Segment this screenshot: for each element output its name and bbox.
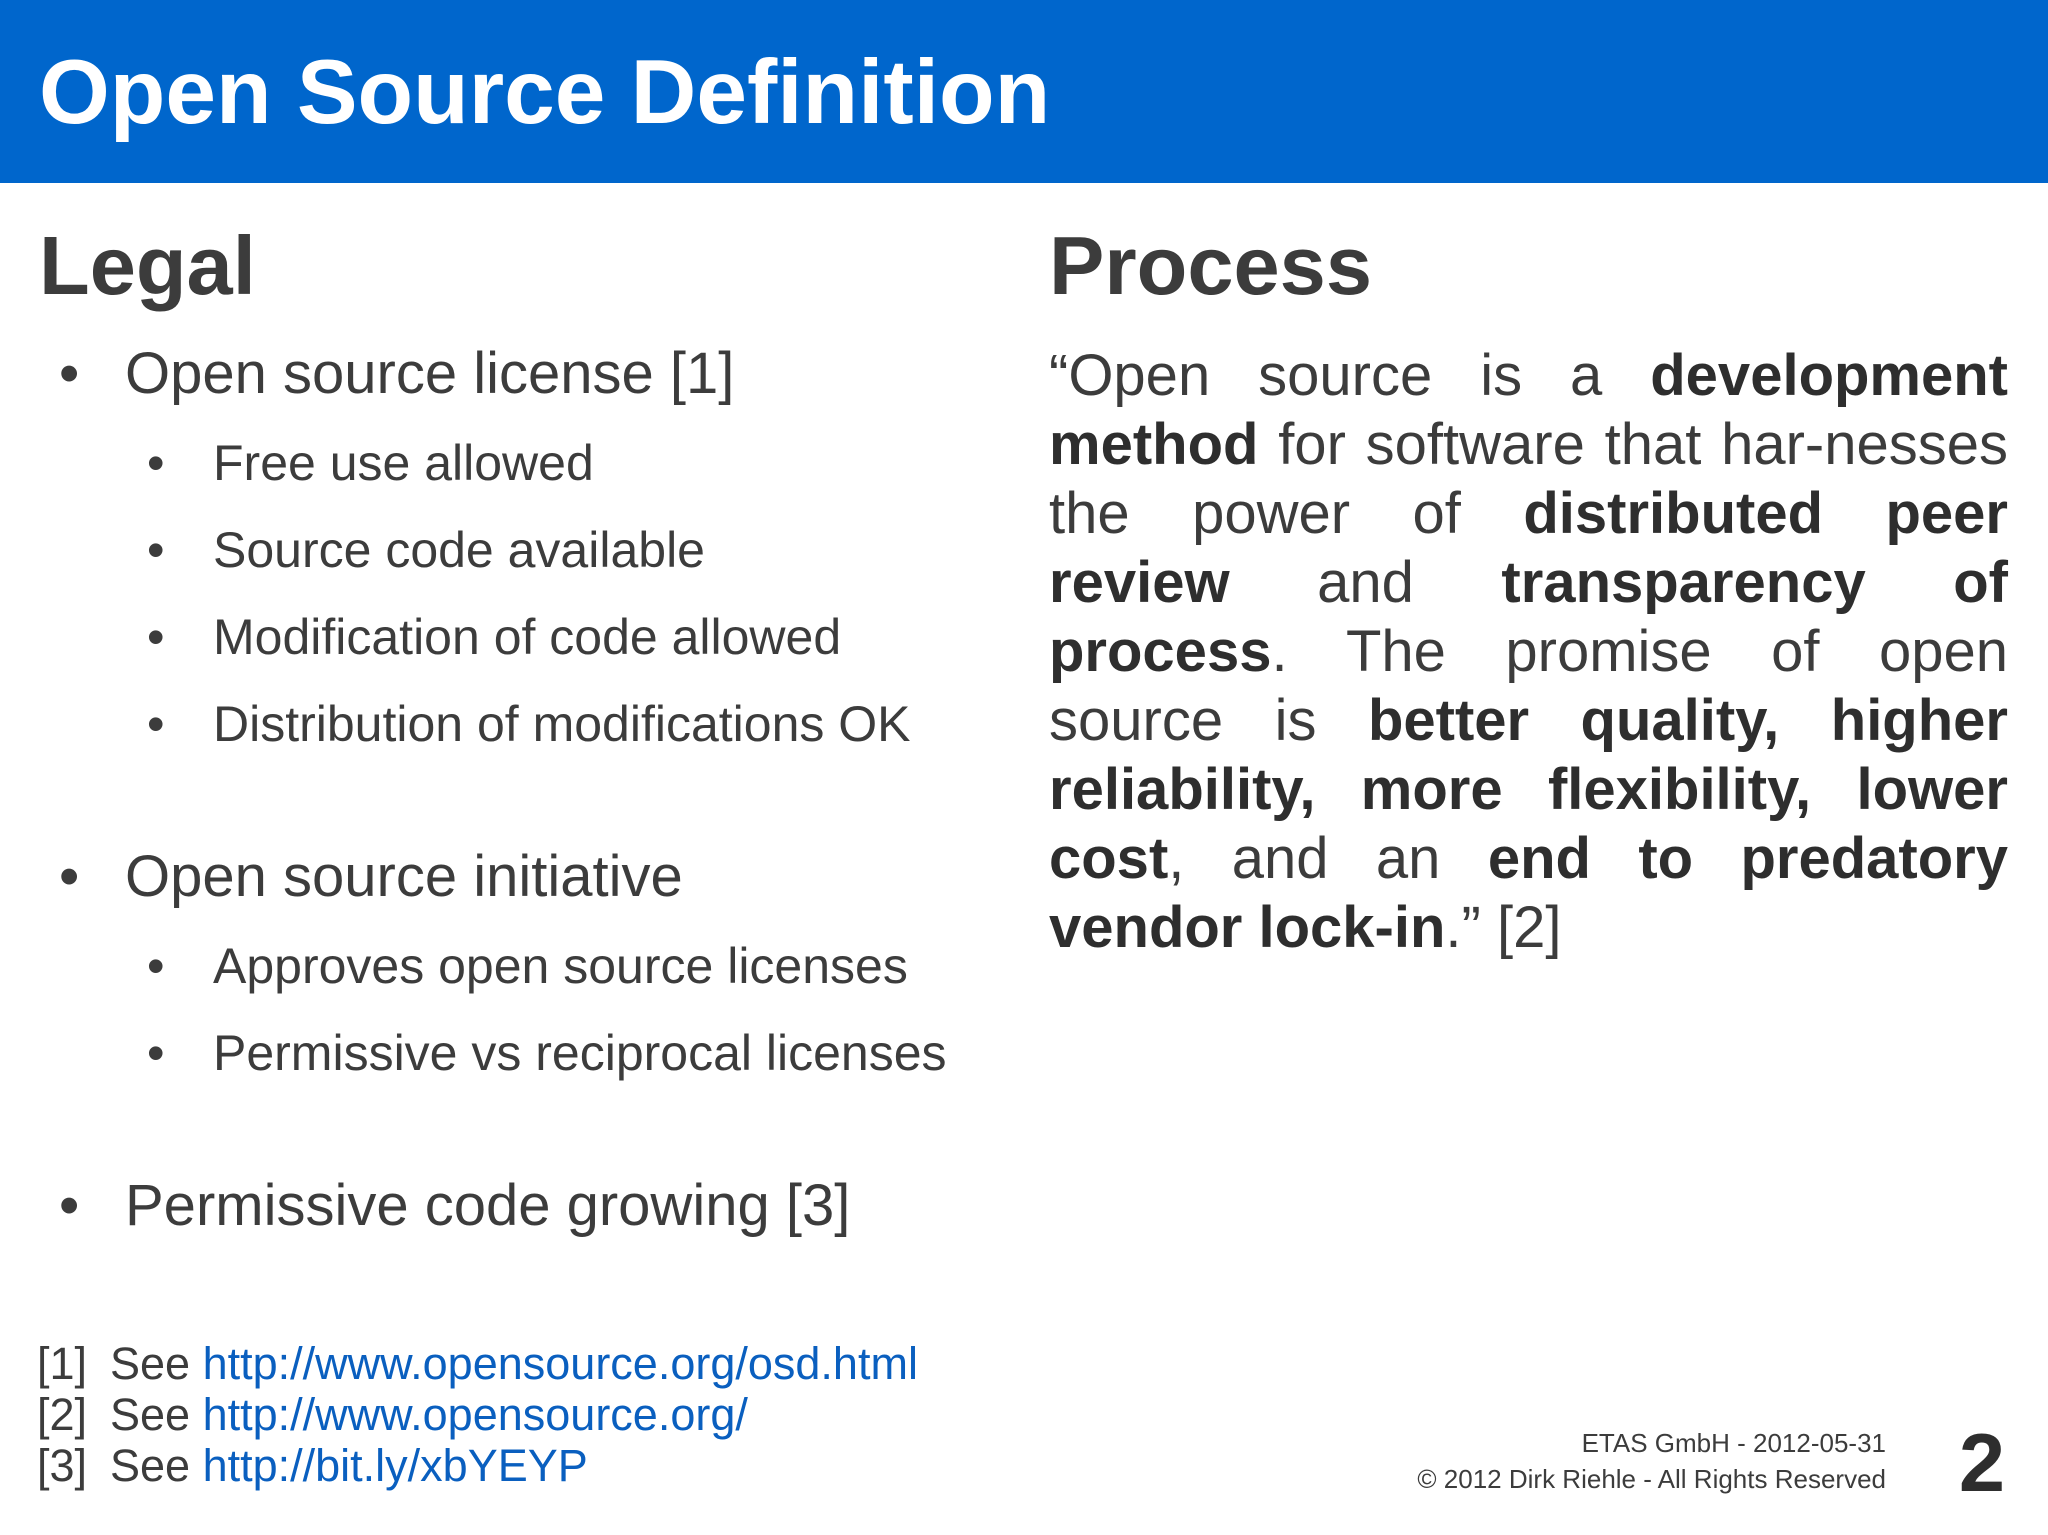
reference-number: [2] <box>37 1389 88 1440</box>
quote-segment: for software that har-nesses the power o… <box>1049 412 2008 546</box>
bullet-dot: • <box>147 522 165 578</box>
bullet-dot: • <box>59 1173 80 1238</box>
slide-footer: ETAS GmbH - 2012-05-31 © 2012 Dirk Riehl… <box>1417 1425 1886 1497</box>
quote-emphasis: better quality, higher reliability, more… <box>1049 688 2008 891</box>
reference-item: [1] See http://www.opensource.org/osd.htm… <box>37 1338 918 1389</box>
legal-sub-item: • Permissive vs reciprocal licenses <box>147 1023 947 1083</box>
legal-sub-item: • Source code available <box>147 520 705 580</box>
process-heading: Process <box>1049 219 1373 312</box>
quote-emphasis: end to predatory vendor lock-in <box>1049 826 2008 960</box>
sub-item-label: Modification of code allowed <box>213 609 842 665</box>
legal-sub-item: • Approves open source licenses <box>147 936 908 996</box>
bullet-dot: • <box>147 938 165 994</box>
quote-segment: . The promise of open source is <box>1049 619 2008 753</box>
legal-bullet-1: • Open source license [1] <box>59 339 735 409</box>
page-number: 2 <box>1958 1416 2005 1509</box>
legal-bullet-2: • Open source initiative <box>59 842 683 912</box>
sub-item-label: Source code available <box>213 522 705 578</box>
bullet-label: Open source license [1] <box>125 341 735 406</box>
bullet-dot: • <box>147 435 165 491</box>
bullet-label: Open source initiative <box>125 844 683 909</box>
legal-sub-item: • Free use allowed <box>147 433 594 493</box>
slide-header: Open Source Definition <box>0 0 2048 183</box>
quote-emphasis: transparency of process <box>1049 550 2008 684</box>
bullet-dot: • <box>59 844 80 909</box>
sub-item-label: Permissive vs reciprocal licenses <box>213 1025 947 1081</box>
reference-link[interactable]: http://www.opensource.org/ <box>202 1389 748 1440</box>
reference-prefix: See <box>110 1389 203 1440</box>
reference-number: [3] <box>37 1440 88 1491</box>
bullet-dot: • <box>147 609 165 665</box>
legal-sub-item: • Modification of code allowed <box>147 607 842 667</box>
process-quote: “Open source is a development method for… <box>1049 341 2008 962</box>
reference-prefix: See <box>110 1338 203 1389</box>
bullet-dot: • <box>147 1025 165 1081</box>
quote-segment: , and an <box>1168 826 1488 891</box>
sub-item-label: Approves open source licenses <box>213 938 908 994</box>
reference-link[interactable]: http://www.opensource.org/osd.html <box>202 1338 918 1389</box>
quote-segment: .” [2] <box>1445 895 1562 960</box>
legal-bullet-3: • Permissive code growing [3] <box>59 1171 851 1241</box>
legal-sub-item: • Distribution of modifications OK <box>147 694 911 754</box>
quote-emphasis: distributed peer review <box>1049 481 2008 615</box>
bullet-dot: • <box>59 341 80 406</box>
bullet-label: Permissive code growing [3] <box>125 1173 851 1238</box>
quote-emphasis: development method <box>1049 343 2008 477</box>
reference-item: [2] See http://www.opensource.org/ <box>37 1389 918 1440</box>
quote-segment: and <box>1229 550 1502 615</box>
references: [1] See http://www.opensource.org/osd.htm… <box>37 1338 918 1491</box>
reference-prefix: See <box>110 1440 203 1491</box>
reference-link[interactable]: http://bit.ly/xbYEYP <box>202 1440 588 1491</box>
reference-item: [3] See http://bit.ly/xbYEYP <box>37 1440 918 1491</box>
bullet-dot: • <box>147 696 165 752</box>
quote-segment: “Open source is a <box>1049 343 1651 408</box>
footer-company-date: ETAS GmbH - 2012-05-31 <box>1581 1428 1886 1458</box>
sub-item-label: Distribution of modifications OK <box>213 696 911 752</box>
footer-copyright: © 2012 Dirk Riehle - All Rights Reserved <box>1417 1464 1886 1494</box>
slide-title: Open Source Definition <box>39 42 1051 143</box>
reference-number: [1] <box>37 1338 88 1389</box>
legal-heading: Legal <box>39 219 256 312</box>
sub-item-label: Free use allowed <box>213 435 594 491</box>
